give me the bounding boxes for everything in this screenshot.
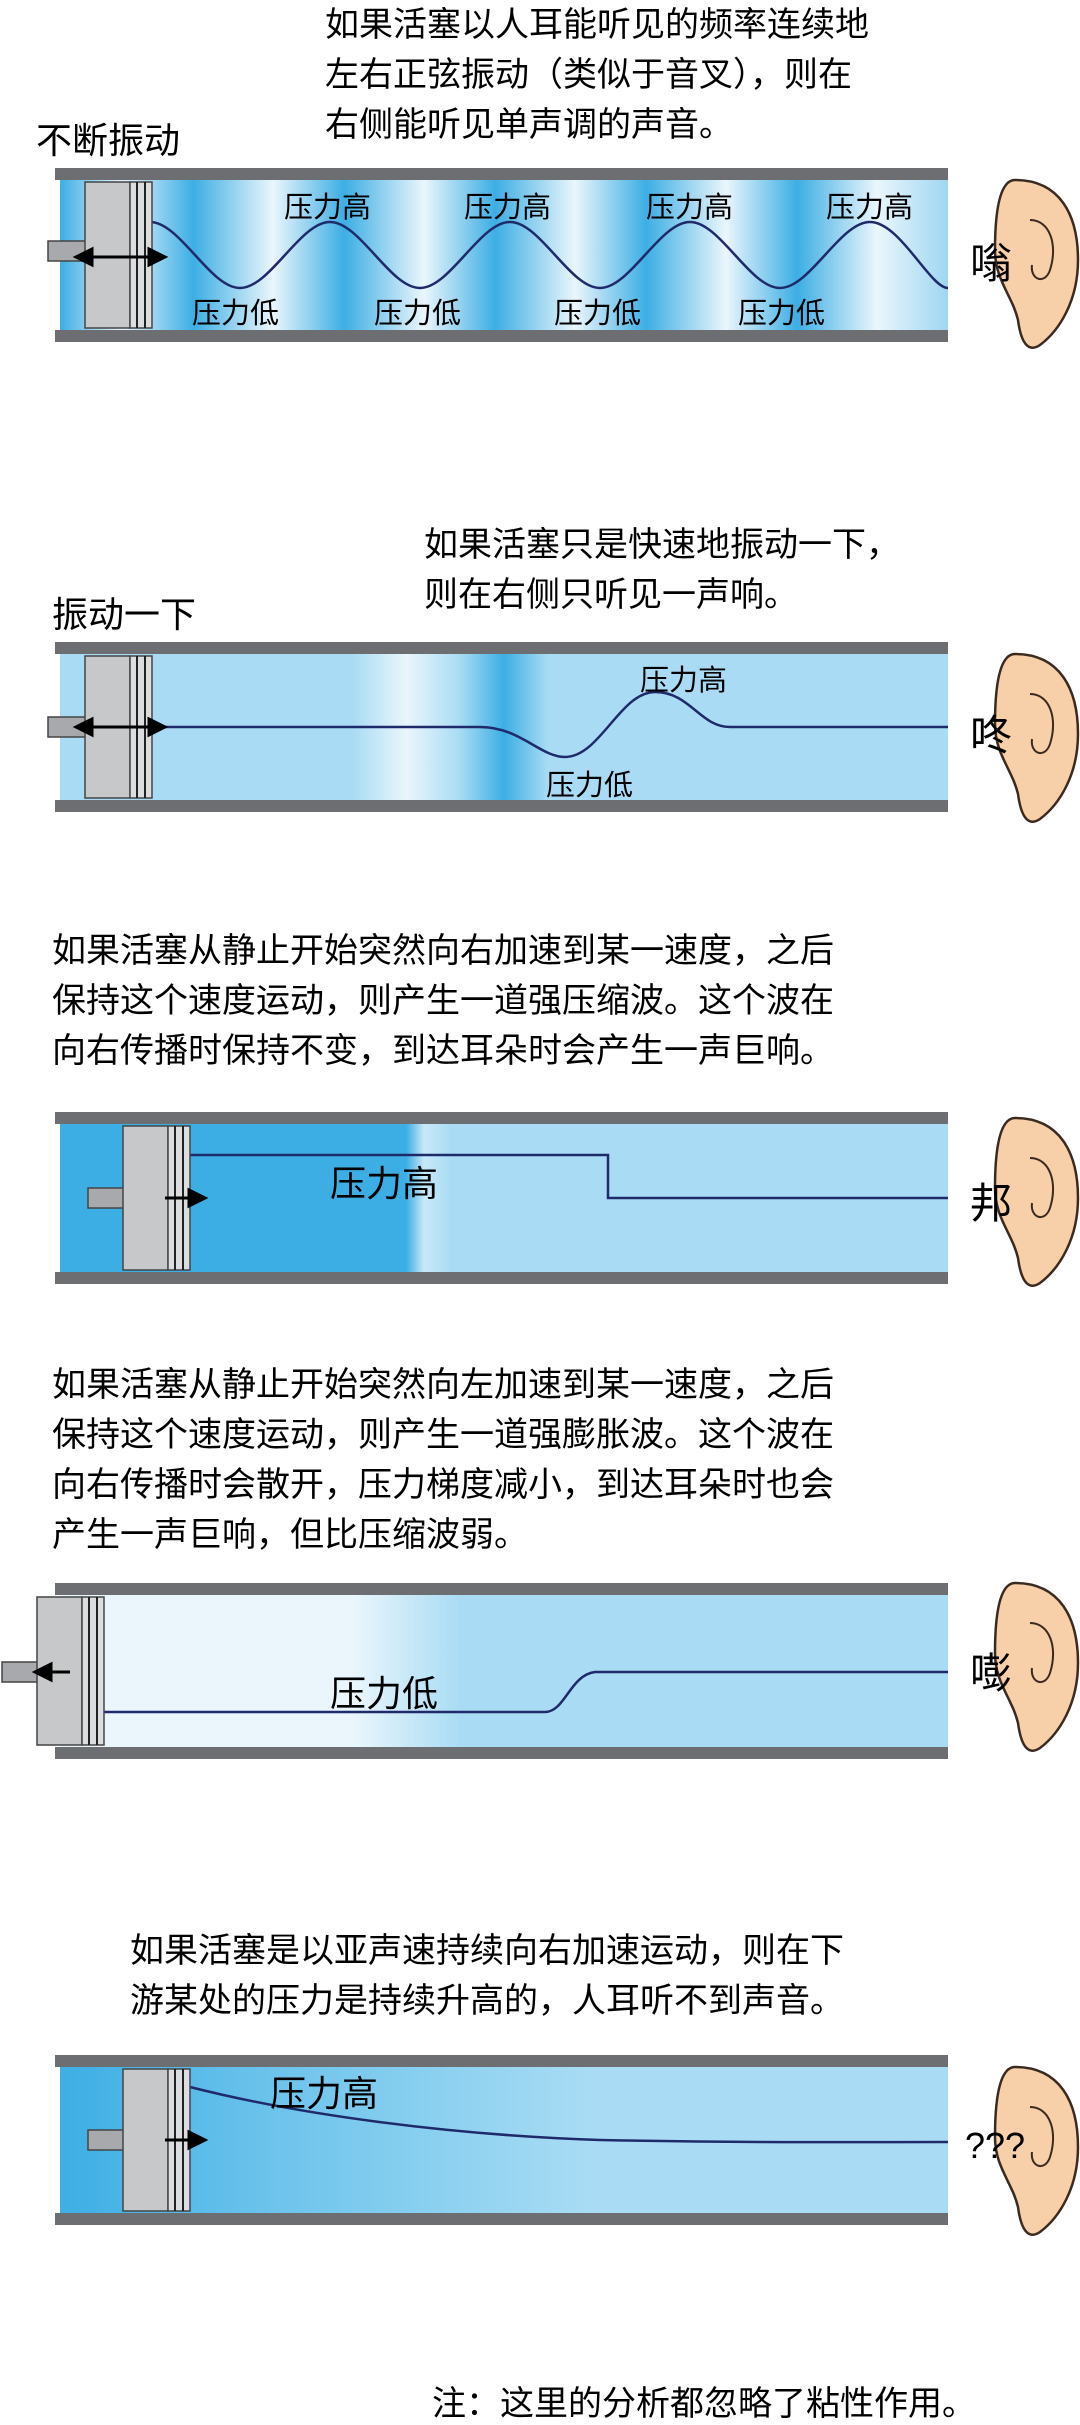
ear-icon — [993, 2065, 1080, 2236]
low-pressure-label: 压力低 — [330, 1673, 439, 1714]
caption-2: 如果活塞只是快速地振动一下， 则在右侧只听见一声响。 — [424, 520, 900, 620]
tube-top-wall — [55, 2055, 948, 2067]
caption-4-line-4: 产生一声巨响，但比压缩波弱。 — [52, 1515, 528, 1555]
tube-panel-5: 压力高 ??? — [0, 2045, 1080, 2245]
pressure-ramp — [100, 1670, 948, 1714]
double-arrow-icon — [72, 716, 169, 738]
ear-icon — [993, 178, 1080, 349]
right-arrow-icon — [165, 2129, 209, 2151]
high-pressure-label: 压力高 — [464, 192, 552, 224]
high-pressure-label: 压力高 — [646, 192, 734, 224]
low-pressure-label: 压力低 — [192, 298, 280, 330]
sound-text: 咚 — [970, 712, 1013, 759]
footnote: 注：这里的分析都忽略了粘性作用。 — [432, 2384, 976, 2424]
double-arrow-icon — [72, 246, 169, 268]
caption-4-line-3: 向右传播时会散开，压力梯度减小，到达耳朵时也会 — [52, 1465, 834, 1505]
caption-4-line-1: 如果活塞从静止开始突然向左加速到某一速度，之后 — [52, 1365, 834, 1405]
tube-top-wall — [55, 1583, 948, 1595]
tube-interior — [60, 180, 948, 330]
caption-2-line-1: 如果活塞只是快速地振动一下， — [424, 525, 900, 565]
caption-1: 如果活塞以人耳能听见的频率连续地 左右正弦振动（类似于音叉），则在 右侧能听见单… — [325, 0, 869, 150]
high-pressure-label: 压力高 — [640, 665, 728, 697]
low-pressure-label: 压力低 — [374, 298, 462, 330]
pressure-step — [190, 1153, 948, 1200]
caption-1-line-1: 如果活塞以人耳能听见的频率连续地 — [325, 5, 869, 45]
caption-5-line-1: 如果活塞是以亚声速持续向右加速运动，则在下 — [130, 1931, 844, 1971]
ear-icon — [993, 652, 1080, 823]
pressure-curve — [189, 2085, 949, 2144]
caption-3-line-3: 向右传播时保持不变，到达耳朵时会产生一声巨响。 — [52, 1031, 834, 1071]
tube-bottom-wall — [55, 800, 948, 812]
sound-text: ??? — [965, 2125, 1026, 2166]
sound-text: 嗡 — [970, 240, 1013, 287]
tube-bottom-wall — [55, 2213, 948, 2225]
tube-panel-1: 压力高 压力高 压力高 压力高 压力低 压力低 压力低 压力低 嗡 — [0, 160, 1080, 360]
caption-2-line-2: 则在右侧只听见一声响。 — [424, 575, 798, 615]
tube-diagram-4 — [1, 1581, 1080, 1759]
right-arrow-icon — [165, 1187, 209, 1209]
scenario-2-label: 振动一下 — [52, 594, 197, 635]
scenario-1-label: 不断振动 — [36, 120, 181, 161]
tube-bottom-wall — [55, 1272, 948, 1284]
tube-diagram-2 — [47, 642, 1080, 823]
tube-panel-3: 压力高 邦 — [0, 1100, 1080, 1300]
ear-icon — [993, 1581, 1080, 1752]
tube-panel-4: 压力低 嘭 — [0, 1575, 1080, 1775]
high-pressure-label: 压力高 — [284, 192, 372, 224]
tube-diagram-1 — [47, 168, 1080, 349]
low-pressure-label: 压力低 — [738, 298, 826, 330]
sound-text: 嘭 — [970, 1650, 1013, 1697]
tube-top-wall — [55, 168, 948, 180]
tube-panel-2: 压力高 压力低 咚 — [0, 632, 1080, 832]
caption-3-line-2: 保持这个速度运动，则产生一道强压缩波。这个波在 — [52, 981, 834, 1021]
tube-top-wall — [55, 1112, 948, 1124]
left-arrow-icon — [31, 1661, 70, 1683]
low-pressure-label: 压力低 — [546, 770, 634, 802]
sound-text: 邦 — [970, 1180, 1013, 1227]
caption-1-line-3: 右侧能听见单声调的声音。 — [325, 105, 733, 145]
caption-3-line-1: 如果活塞从静止开始突然向右加速到某一速度，之后 — [52, 931, 834, 971]
tube-diagram-3 — [55, 1112, 1080, 1287]
high-pressure-label: 压力高 — [330, 1163, 439, 1204]
caption-1-line-2: 左右正弦振动（类似于音叉），则在 — [325, 55, 852, 95]
pressure-wave — [149, 220, 949, 290]
caption-4: 如果活塞从静止开始突然向左加速到某一速度，之后 保持这个速度运动，则产生一道强膨… — [52, 1360, 834, 1560]
high-pressure-label: 压力高 — [270, 2073, 379, 2114]
low-pressure-label: 压力低 — [554, 298, 642, 330]
caption-4-line-2: 保持这个速度运动，则产生一道强膨胀波。这个波在 — [52, 1415, 834, 1455]
tube-bottom-wall — [55, 330, 948, 342]
caption-5-line-2: 游某处的压力是持续升高的，人耳听不到声音。 — [130, 1981, 844, 2021]
high-pressure-label: 压力高 — [826, 192, 914, 224]
tube-top-wall — [55, 642, 948, 654]
tube-diagram-5 — [55, 2055, 1080, 2236]
ear-icon — [993, 1116, 1080, 1287]
tube-bottom-wall — [55, 1747, 948, 1759]
pressure-wave — [150, 690, 948, 759]
caption-3: 如果活塞从静止开始突然向右加速到某一速度，之后 保持这个速度运动，则产生一道强压… — [52, 926, 834, 1076]
caption-5: 如果活塞是以亚声速持续向右加速运动，则在下 游某处的压力是持续升高的，人耳听不到… — [130, 1926, 844, 2026]
